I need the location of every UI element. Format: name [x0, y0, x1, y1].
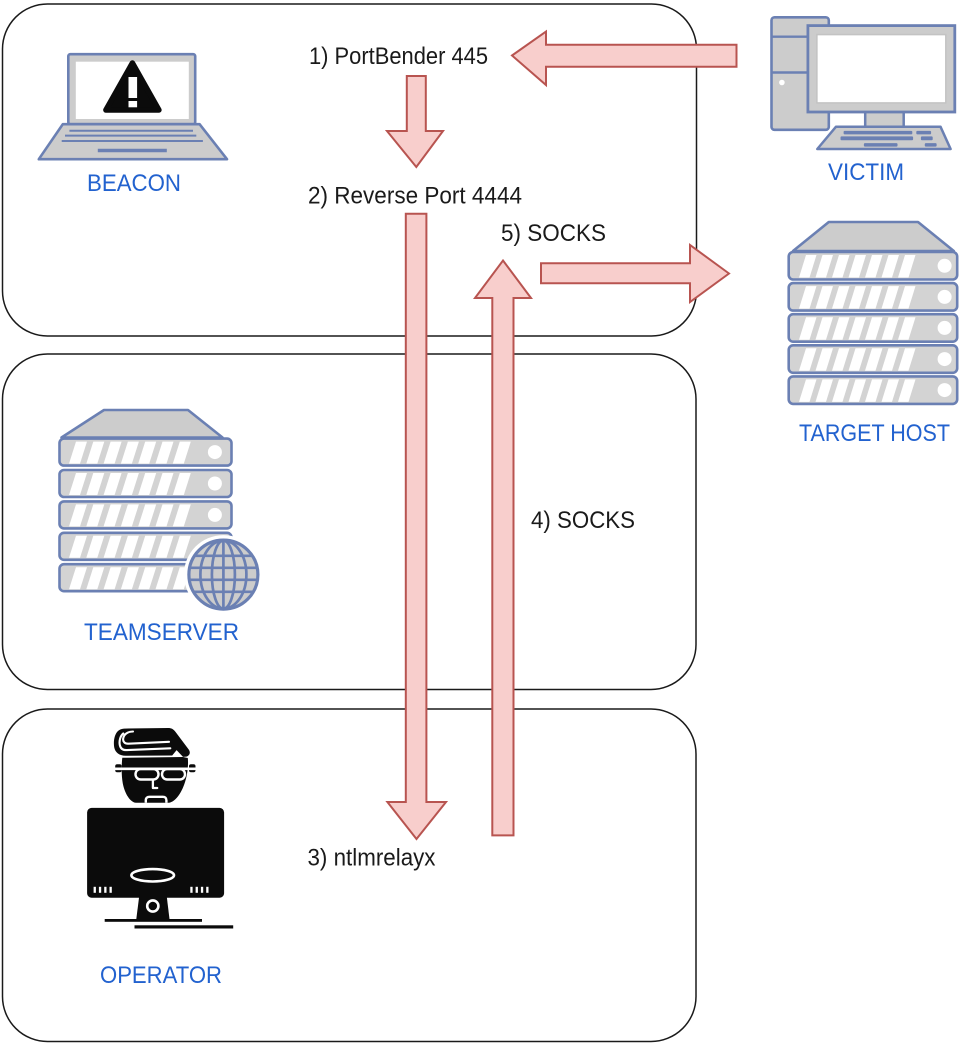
svg-text:VICTIM: VICTIM: [828, 159, 904, 186]
svg-text:TEAMSERVER: TEAMSERVER: [84, 619, 239, 646]
svg-text:1) PortBender 445: 1) PortBender 445: [309, 43, 488, 70]
svg-text:2) Reverse Port 4444: 2) Reverse Port 4444: [308, 183, 522, 210]
svg-text:OPERATOR: OPERATOR: [100, 962, 222, 989]
svg-text:BEACON: BEACON: [87, 170, 181, 197]
svg-text:TARGET HOST: TARGET HOST: [799, 420, 950, 447]
svg-text:5) SOCKS: 5) SOCKS: [501, 220, 606, 247]
svg-text:3) ntlmrelayx: 3) ntlmrelayx: [308, 844, 436, 871]
svg-text:4) SOCKS: 4) SOCKS: [531, 507, 635, 534]
